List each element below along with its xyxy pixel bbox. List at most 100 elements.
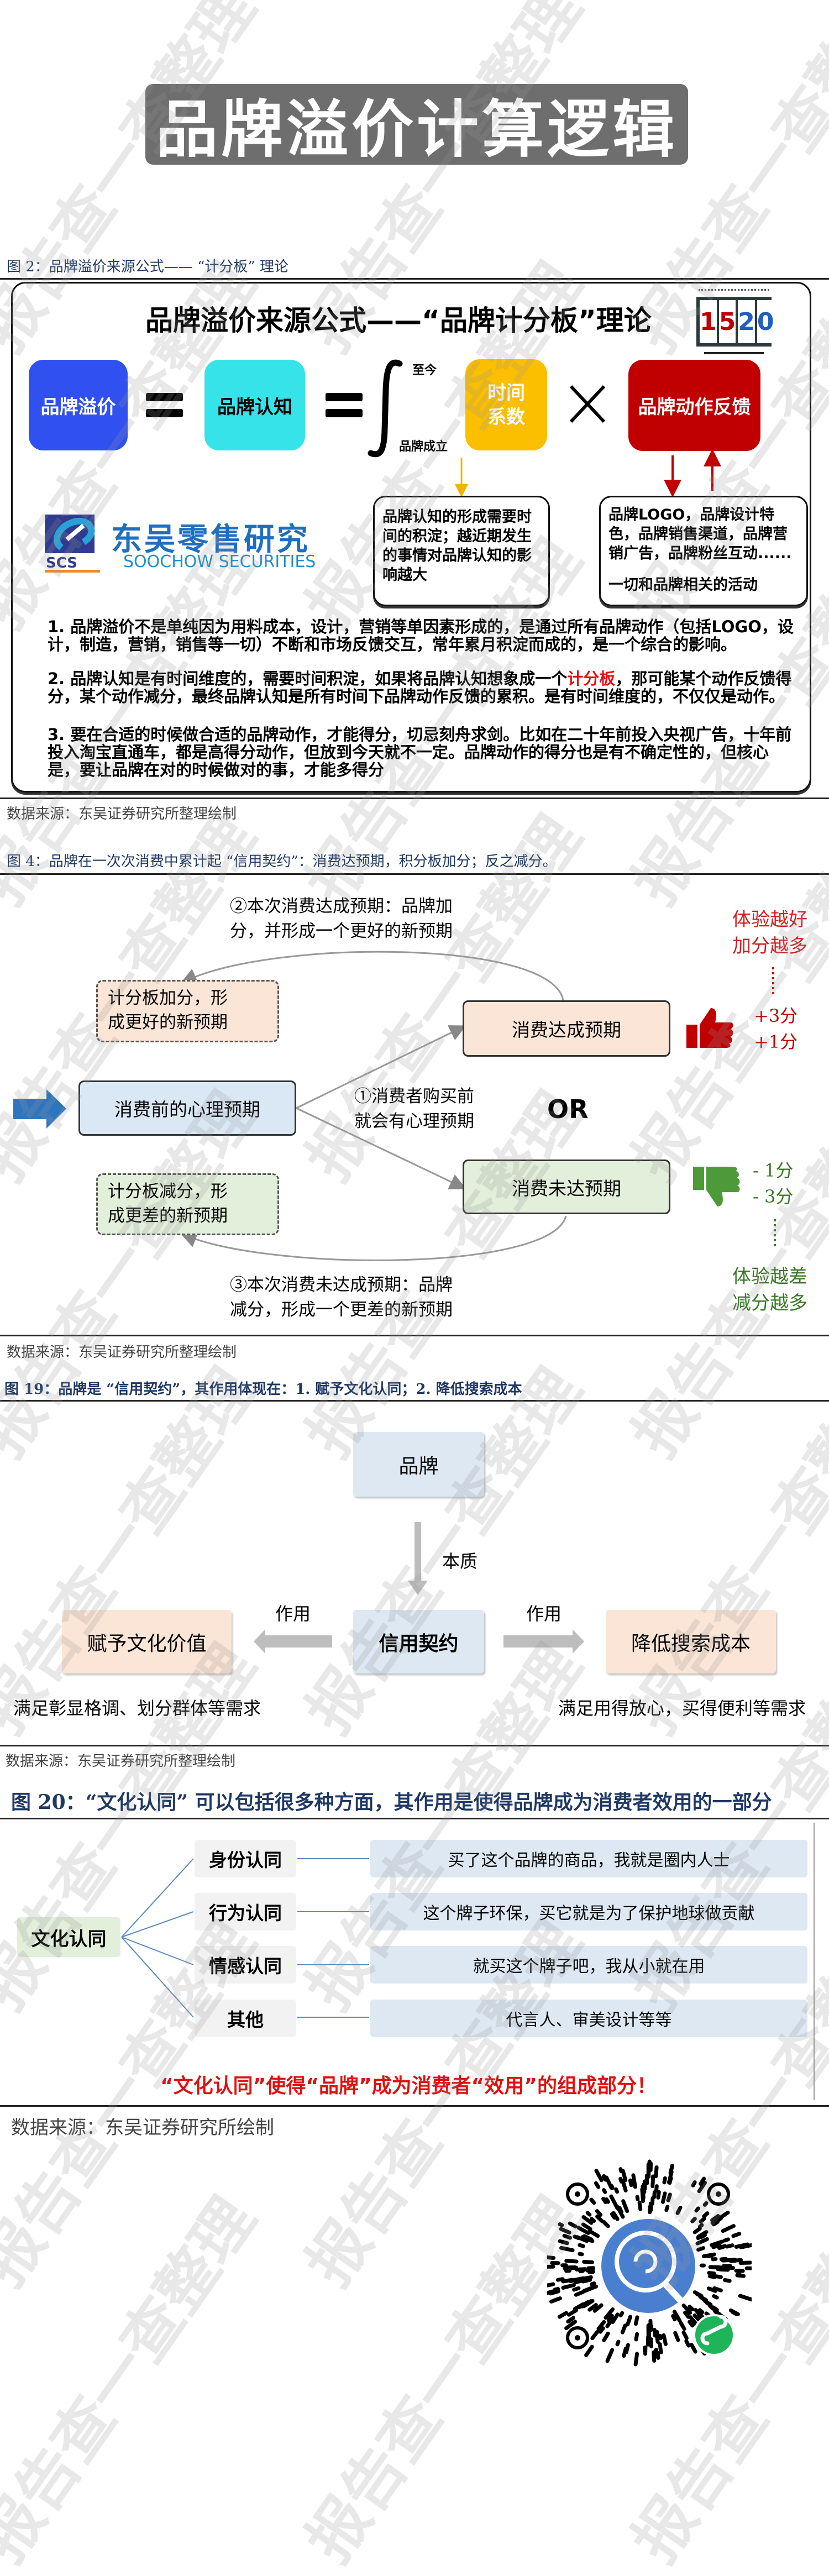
scs-text: SCS [46, 555, 77, 571]
qr-module [636, 2317, 637, 2324]
qr-module [723, 2260, 735, 2261]
qr-module [639, 2202, 641, 2209]
qr-module [736, 2270, 743, 2271]
qr-module [616, 2189, 617, 2191]
right-effect-arrow-icon [503, 1629, 584, 1654]
qr-module [701, 2218, 704, 2221]
credit-contract-label: 信用契约 [379, 1628, 458, 1656]
qr-module [637, 2197, 638, 2199]
met-explanation-line: 分，并形成一个更好的新预期 [230, 919, 453, 944]
qr-module [592, 2283, 595, 2284]
qr-module [696, 2208, 699, 2211]
qr-module [690, 2322, 692, 2326]
plus-score: +1分 [754, 1029, 797, 1055]
search-cost-note: 满足用得放心，买得便利等需求 [558, 1694, 806, 1720]
qr-module [707, 2303, 710, 2305]
identity-description-2: 就买这个牌子吧，我从小就在用 [370, 1946, 807, 1984]
formula-arrows [0, 0, 829, 553]
qr-module [547, 2284, 553, 2286]
qr-module [723, 2226, 733, 2231]
qr-module [678, 2208, 680, 2213]
identity-type-label: 身份认同 [209, 1845, 282, 1872]
expectation-unmet-box: 消费未达预期 [463, 1160, 670, 1214]
qr-module [633, 2175, 635, 2187]
minus-score: - 3分 [753, 1184, 793, 1210]
qr-module [714, 2296, 717, 2298]
qr-module [664, 2335, 666, 2344]
mini-program-qr-code[interactable] [547, 2155, 752, 2376]
pre-purchase-line: 就会有心理预期 [354, 1109, 474, 1134]
qr-module [700, 2225, 702, 2227]
qr-module [713, 2222, 717, 2225]
search-cost-label: 降低搜索成本 [631, 1628, 751, 1656]
qr-module [604, 2199, 606, 2202]
qr-module [597, 2217, 602, 2221]
paragraph-2: 2. 品牌认知是有时间维度的，需要时间积淀，如果将品牌认知想象成一个计分板，那可… [48, 670, 794, 705]
cultural-identity-root: 文化认同 [17, 1917, 120, 1957]
qr-module [623, 2181, 626, 2191]
qr-module [559, 2313, 566, 2317]
qr-module [741, 2246, 746, 2247]
qr-module [656, 2186, 657, 2191]
thumbs-up-icon [686, 1008, 733, 1048]
qr-module [636, 2334, 637, 2339]
qr-module [561, 2229, 569, 2232]
figure-20-caption: 图 20：“文化认同” 可以包括很多种方面，其作用是使得品牌成为消费者效用的一部… [11, 1786, 772, 1815]
qr-module [698, 2248, 703, 2250]
good-experience-label: 体验越好 加分越多 [732, 906, 807, 959]
branch-line [122, 1937, 193, 1965]
qr-module [740, 2296, 751, 2300]
qr-module [658, 2192, 659, 2197]
plus-scores: +3分 +1分 [754, 1003, 797, 1055]
qr-module [561, 2248, 573, 2250]
qr-module [596, 2171, 601, 2180]
qr-module [547, 2257, 554, 2258]
divider [0, 1745, 829, 1746]
watermark-text: 报告查一查整理 [0, 2177, 271, 2576]
qr-module [560, 2241, 567, 2243]
action-note-box: 品牌LOGO，品牌设计特色，品牌销售渠道，品牌营销广告，品牌粉丝互动......… [599, 496, 808, 606]
qr-module [681, 2323, 684, 2329]
identity-description-text: 这个牌子环保，买它就是为了保护地球做贡献 [423, 1900, 755, 1924]
qr-module [719, 2212, 728, 2218]
time-note-text: 品牌认知的形成需要时间的积淀；越近期发生的事情对品牌认知的影响越大 [382, 508, 532, 584]
qr-module [551, 2299, 560, 2302]
qr-module [621, 2313, 622, 2315]
identity-description-1: 这个牌子环保，买它就是为了保护地球做贡献 [370, 1893, 807, 1930]
unmet-explanation-line: 减分，形成一个更差的新预期 [230, 1298, 453, 1323]
bad-label-line: 减分越多 [732, 1290, 807, 1316]
left-effect-arrow-icon [254, 1629, 332, 1654]
minus-score: - 1分 [753, 1158, 793, 1184]
pre-purchase-expectation-box: 消费前的心理预期 [78, 1080, 296, 1136]
qr-module [585, 2286, 596, 2291]
identity-description-text: 就买这个牌子吧，我从小就在用 [473, 1953, 705, 1977]
unmet-explanation: ③本次消费未达成预期：品牌 减分，形成一个更差的新预期 [230, 1273, 453, 1323]
qr-module [558, 2279, 563, 2280]
good-label-line: 加分越多 [732, 933, 807, 959]
qr-module [686, 2341, 689, 2346]
entry-arrow-icon [13, 1089, 66, 1129]
qr-module [612, 2214, 615, 2218]
plus-box-line: 成更好的新预期 [108, 1010, 267, 1035]
qr-module [600, 2328, 603, 2332]
qr-module [583, 2225, 590, 2229]
pre-purchase-line: ①消费者购买前 [354, 1084, 474, 1109]
met-explanation-line: ②本次消费达成预期：品牌加 [230, 894, 453, 919]
qr-module [657, 2332, 658, 2338]
qr-module [564, 2236, 570, 2238]
qr-module [673, 2316, 675, 2320]
qr-module [671, 2166, 672, 2170]
qr-module [725, 2239, 728, 2241]
divider [0, 798, 829, 799]
qr-module [618, 2207, 623, 2217]
bad-label-line: 体验越差 [732, 1263, 807, 1290]
qr-module [668, 2195, 670, 2201]
met-explanation: ②本次消费达成预期：品牌加 分，并形成一个更好的新预期 [230, 894, 453, 944]
pre-purchase-explanation: ①消费者购买前 就会有心理预期 [354, 1084, 474, 1134]
qr-module [654, 2330, 655, 2336]
divider [0, 1335, 829, 1336]
qr-module [590, 2272, 593, 2273]
unmet-explanation-line: ③本次消费未达成预期：品牌 [230, 1273, 453, 1298]
qr-module [709, 2289, 715, 2291]
time-note-box: 品牌认知的形成需要时间的积淀；越近期发生的事情对品牌认知的影响越大 [373, 496, 550, 606]
